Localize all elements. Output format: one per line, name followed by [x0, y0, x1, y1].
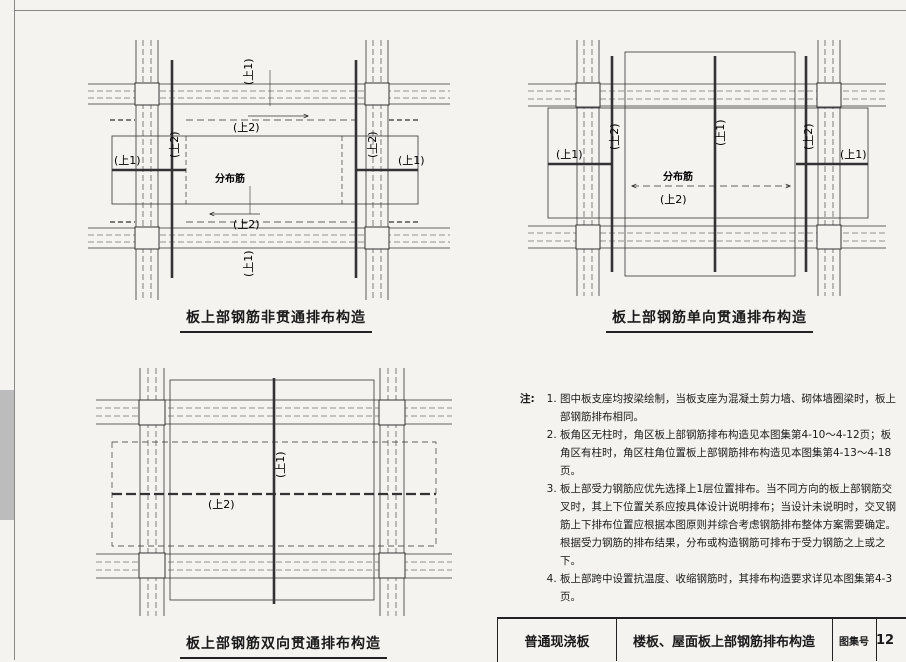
- label-s1-vert-mid: (上1): [714, 119, 727, 146]
- tb-atlas-label: 图集号: [832, 619, 877, 661]
- side-tab: [0, 390, 14, 520]
- tb-title: 楼板、屋面板上部钢筋排布构造: [616, 619, 833, 661]
- label-s2-mid: (上2): [660, 193, 687, 206]
- label-dist-bar: 分布筋: [215, 172, 245, 185]
- label-s2-vert-left-2: (上2): [608, 123, 621, 150]
- diagram-non-through: [88, 40, 450, 300]
- label-s2-vert-right: (上2): [366, 131, 379, 158]
- note-item: 图中板支座均按梁绘制，当板支座为混凝土剪力墙、砌体墙圈梁时，板上部钢筋排布相同。: [560, 390, 900, 426]
- label-s2-bottom: (上2): [233, 218, 260, 231]
- label-s1-left-2: (上1): [556, 148, 583, 161]
- label-dist-bar-2: 分布筋: [663, 170, 693, 183]
- label-s2-vert-right-2: (上2): [802, 123, 815, 150]
- label-s1-right: (上1): [398, 154, 425, 167]
- label-s1-left: (上1): [114, 154, 141, 167]
- label-s2-top: (上2): [233, 121, 260, 134]
- label-s2-vert-left: (上2): [168, 131, 181, 158]
- diagram-one-way-through: [528, 40, 886, 296]
- label-s1-vert-bottom: (上1): [242, 250, 255, 277]
- note-item: 板角区无柱时，角区板上部钢筋排布构造见本图集第4-10～4-12页；板角区有柱时…: [560, 426, 900, 480]
- label-s1-vert-3: (上1): [274, 451, 287, 478]
- label-s1-right-2: (上1): [840, 148, 867, 161]
- label-s2-horiz-3: (上2): [208, 498, 235, 511]
- title-block: 普通现浇板 楼板、屋面板上部钢筋排布构造 图集号 12: [497, 617, 906, 662]
- note-item: 板上部跨中设置抗温度、收缩钢筋时，其排布构造要求详见本图集第4-3页。: [560, 570, 900, 606]
- notes-label: 注:: [520, 393, 535, 405]
- caption-non-through: 板上部钢筋非贯通排布构造: [180, 307, 372, 333]
- sheet-top-border: [15, 10, 906, 11]
- sheet-left-border: [14, 0, 15, 660]
- tb-atlas-number: 12: [876, 632, 895, 648]
- notes-block: 注: 图中板支座均按梁绘制，当板支座为混凝土剪力墙、砌体墙圈梁时，板上部钢筋排布…: [520, 390, 900, 606]
- note-item: 板上部受力钢筋应优先选择上1层位置排布。当不同方向的板上部钢筋交叉时，其上下位置…: [560, 480, 900, 570]
- diagram-two-way-through: [96, 368, 452, 616]
- caption-one-way-through: 板上部钢筋单向贯通排布构造: [606, 307, 813, 333]
- tb-category: 普通现浇板: [498, 619, 617, 661]
- label-s1-vert-top: (上1): [242, 58, 255, 85]
- caption-two-way-through: 板上部钢筋双向贯通排布构造: [180, 633, 387, 659]
